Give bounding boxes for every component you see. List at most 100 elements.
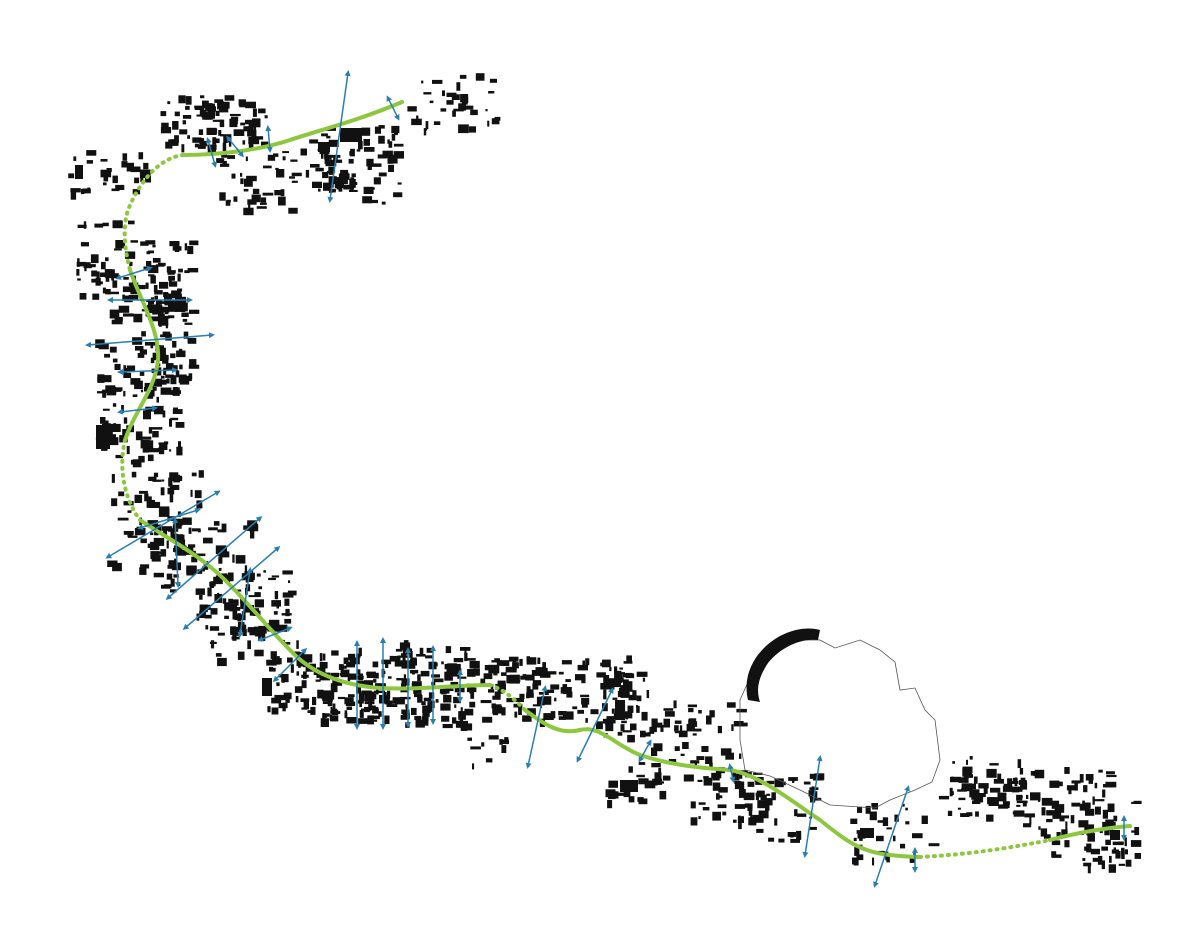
building [189,309,200,314]
building [644,780,656,789]
building [771,792,776,801]
building [151,427,163,430]
building [1082,858,1086,861]
building [433,121,441,125]
building [350,177,355,184]
building [131,471,137,478]
building [303,701,309,710]
building [440,703,451,711]
building [1086,843,1092,853]
building [413,688,422,694]
building [790,833,794,838]
building [126,446,130,455]
building [854,847,860,856]
building [441,715,450,722]
building [194,490,202,499]
landmark-building [1110,830,1120,840]
building [346,662,356,668]
building [251,194,261,203]
building [427,701,432,707]
building [655,777,659,781]
building [690,801,696,809]
building [135,431,143,441]
building [170,375,177,385]
building [278,196,286,206]
building [263,165,272,169]
building [189,240,199,246]
building [296,640,299,649]
building [130,240,138,243]
building [421,80,424,84]
transverse-axes [85,70,1127,888]
building [361,708,372,711]
building [765,803,770,811]
building [1030,792,1041,801]
building [86,150,97,156]
building [1083,785,1088,793]
building [608,678,617,686]
building [734,804,746,809]
building [543,713,554,720]
building [317,689,324,699]
building [638,778,649,785]
building [321,150,324,159]
building [282,151,289,154]
building [737,816,744,823]
building [494,691,501,697]
building [250,530,255,539]
building [429,100,434,104]
building [276,682,280,687]
building [359,709,364,718]
building [126,365,136,372]
building [178,348,183,357]
building [716,793,720,800]
landmark-building [262,678,272,696]
building [179,375,190,385]
building [233,196,238,202]
building [220,163,230,167]
building [248,142,254,151]
building [532,683,539,690]
building [112,220,122,225]
building [627,734,635,743]
building [1016,800,1028,804]
building [94,223,104,228]
building [423,92,432,95]
building [987,797,995,805]
building [76,269,80,276]
building [348,158,354,164]
building [411,707,417,715]
building [129,261,133,266]
building [717,795,723,799]
building [480,678,486,686]
building [614,670,622,679]
building [152,378,162,387]
building [386,704,398,707]
building [617,691,624,698]
building [506,698,514,703]
building [77,258,80,267]
building [158,447,161,452]
building [235,555,246,564]
building [139,490,148,494]
building [532,680,542,686]
building [459,716,464,725]
building [1051,851,1057,858]
building [105,257,109,262]
building [364,701,375,705]
building [1113,847,1116,853]
building [100,281,103,285]
building [210,608,218,615]
building [446,92,457,97]
building [407,662,416,669]
building [243,207,254,216]
building [520,675,527,680]
building [363,680,373,686]
building [372,661,379,668]
building [1115,850,1121,859]
building [703,776,709,779]
building [222,598,227,604]
building [327,698,333,707]
building [147,391,154,399]
building [152,479,162,482]
